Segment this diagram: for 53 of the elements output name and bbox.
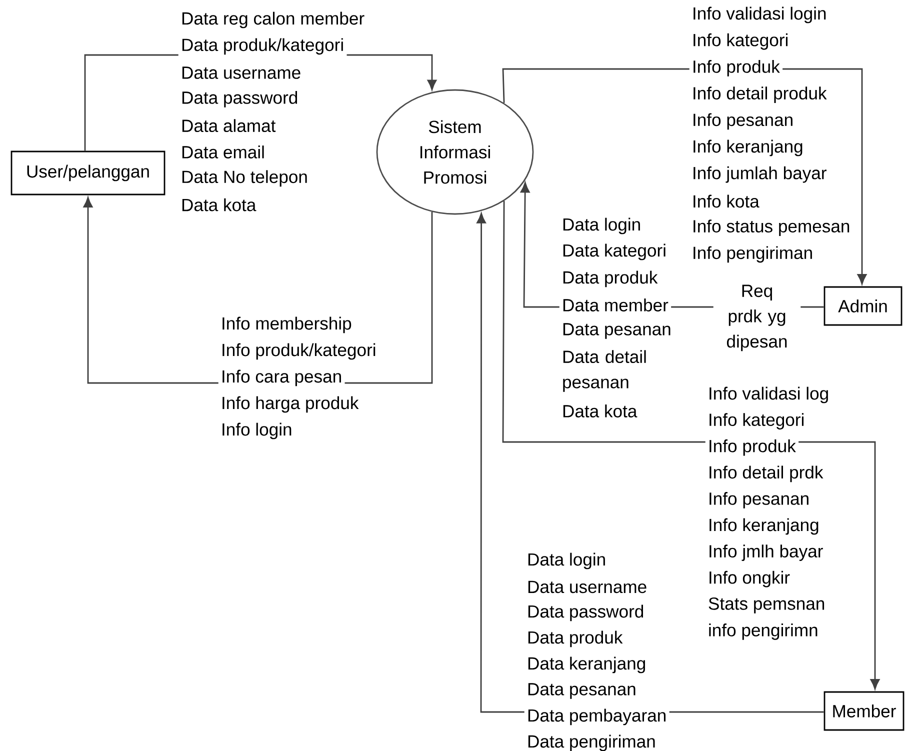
flow-label: Info produk/kategori bbox=[218, 340, 379, 362]
flow-label: Data password bbox=[178, 88, 301, 110]
flow-label: Info harga produk bbox=[218, 394, 362, 416]
flow-label: Info cara pesan bbox=[218, 367, 345, 389]
flow-label: Data alamat bbox=[178, 116, 278, 135]
flow-label: Data email bbox=[178, 142, 268, 162]
flow-label: Info produk bbox=[705, 436, 799, 458]
flow-label: Data produk bbox=[559, 268, 660, 290]
flow-label: Req prdk yg dipesan bbox=[713, 282, 801, 354]
flow-label: Data pengiriman bbox=[524, 732, 659, 751]
flow-label: Info jumlah bayar bbox=[689, 164, 830, 186]
flow-label: Info detail produk bbox=[689, 84, 830, 106]
flow-label: Info produk bbox=[689, 57, 783, 80]
flow-label: Info detail prdk bbox=[705, 463, 826, 485]
flow-label: Data pesanan bbox=[559, 320, 674, 342]
flow-label: Data produk bbox=[524, 628, 626, 650]
flow-label: Data kota bbox=[178, 196, 259, 214]
entity-box: Admin bbox=[824, 286, 902, 326]
flow-label: Info validasi login bbox=[689, 4, 830, 26]
flow-label: Data detail pesanan bbox=[559, 348, 660, 394]
entity-box: Member bbox=[824, 691, 904, 731]
flow-label: Info login bbox=[218, 420, 295, 442]
flow-label: Data kategori bbox=[559, 241, 670, 263]
flow-label: Info keranjang bbox=[705, 516, 822, 538]
flow-label: Info validasi log bbox=[705, 384, 832, 406]
flow-label: Info membership bbox=[218, 314, 354, 336]
flow-label: info pengirimn bbox=[705, 620, 821, 643]
flow-label: Data pembayaran bbox=[524, 706, 670, 728]
flow-label: Data username bbox=[178, 64, 304, 82]
flow-label: Data password bbox=[524, 602, 647, 624]
flow-label: Data login bbox=[524, 550, 609, 572]
data-flow-arrow bbox=[502, 201, 880, 690]
flow-label: Info pengiriman bbox=[689, 244, 816, 266]
flow-label: Info pesanan bbox=[689, 110, 796, 132]
flow-label: Info status pemesan bbox=[689, 216, 853, 239]
flow-label: Info kota bbox=[689, 192, 762, 210]
flow-label: Info kategori bbox=[705, 410, 808, 432]
flow-label: Data keranjang bbox=[524, 654, 649, 676]
entity-box: User/pelanggan bbox=[10, 150, 166, 196]
flow-label: Info kategori bbox=[689, 30, 792, 52]
flow-label: Info pesanan bbox=[705, 489, 812, 511]
flow-label: Data No telepon bbox=[178, 168, 311, 190]
flow-label: Data login bbox=[559, 215, 644, 237]
flow-label: Stats pemsnan bbox=[705, 594, 828, 616]
flow-label: Data member bbox=[559, 296, 672, 314]
flow-label: Info jmlh bayar bbox=[705, 542, 826, 564]
flow-label: Info ongkir bbox=[705, 568, 793, 590]
flow-label: Data produk/kategori bbox=[178, 36, 347, 58]
flow-label: Data pesanan bbox=[524, 680, 640, 702]
flow-label: Data kota bbox=[559, 402, 640, 420]
flow-label: Info keranjang bbox=[689, 137, 806, 159]
flow-label: Data username bbox=[524, 578, 650, 596]
flow-label: Data reg calon member bbox=[178, 9, 368, 31]
